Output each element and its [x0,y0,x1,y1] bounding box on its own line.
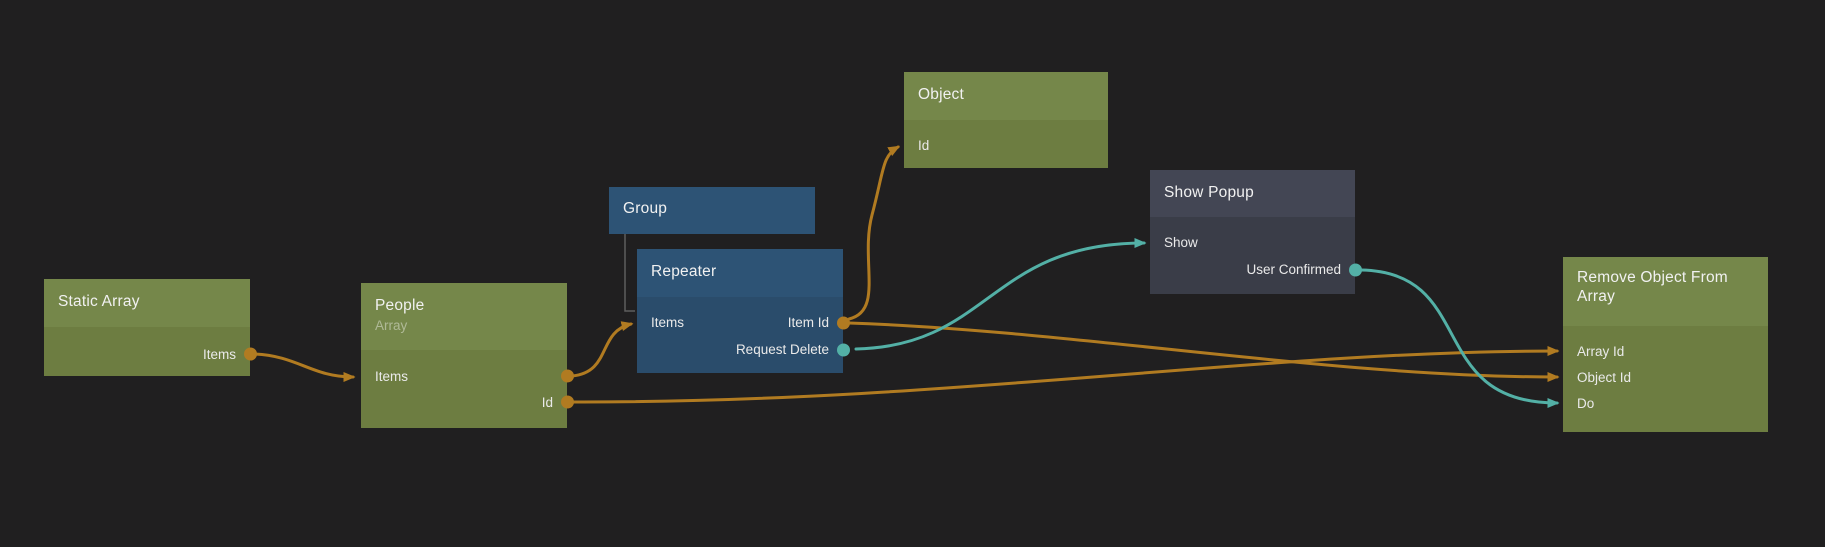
port-label-items: Items [651,315,685,330]
node-remove-object-from-array[interactable]: Remove Object From Array Array Id Object… [1563,257,1768,432]
node-static-array-body: Items [44,327,257,367]
node-object[interactable]: Object Id [904,72,1108,168]
node-title: Repeater [651,263,717,280]
node-title: Show Popup [1164,184,1254,201]
wire-people-items-to-repeater-items[interactable] [570,321,634,378]
node-group[interactable]: Group [609,187,815,234]
wire-static-array-items-to-people-items[interactable] [253,352,356,382]
node-title: Static Array [58,293,140,310]
node-show-popup[interactable]: Show Popup Show User Confirmed [1150,170,1362,294]
port-people-id[interactable]: Id [361,389,574,415]
node-show-popup-header[interactable]: Show Popup [1150,170,1355,217]
node-object-body: Id [904,120,1108,158]
node-show-popup-body: Show User Confirmed [1150,217,1362,283]
port-label: Items [375,368,409,384]
node-static-array[interactable]: Static Array Items [44,279,257,376]
node-people[interactable]: People Array Items Id [361,283,574,428]
port-label: Items [202,346,236,362]
port-people-items[interactable]: Items [361,363,574,389]
port-label: Id [918,137,930,153]
node-title: Remove Object From Array [1577,269,1728,306]
node-title: People [375,297,425,314]
port-label: User Confirmed [1246,262,1341,277]
port-output-dot[interactable] [244,347,257,361]
port-remove-do[interactable]: Do [1563,390,1768,416]
port-repeater-request-delete[interactable]: Request Delete [637,336,850,363]
node-title: Object [918,86,964,103]
node-object-header[interactable]: Object [904,72,1108,120]
node-group-header[interactable]: Group [609,187,815,234]
node-repeater[interactable]: Repeater Items Item Id Request Delete [637,249,850,373]
wire-repeater-item-id-to-object-id[interactable] [847,145,901,321]
node-people-header[interactable]: People Array [361,283,567,350]
wire-show-popup-user-confirmed-to-remove-do[interactable] [1359,268,1560,408]
port-output-dot[interactable] [561,369,574,383]
node-remove-body: Array Id Object Id Do [1563,326,1768,416]
port-static-array-items[interactable]: Items [44,341,257,367]
port-label: Object Id [1577,369,1632,385]
port-show-popup-show[interactable]: Show [1150,229,1355,256]
node-remove-header[interactable]: Remove Object From Array [1563,257,1768,326]
port-label: Show [1164,235,1198,250]
node-repeater-header[interactable]: Repeater [637,249,843,297]
wire-repeater-request-delete-to-show-popup-show[interactable] [854,238,1147,351]
port-show-popup-user-confirmed[interactable]: User Confirmed [1150,256,1362,283]
port-output-dot[interactable] [837,343,850,356]
port-output-dot[interactable] [837,316,850,329]
port-object-id[interactable]: Id [904,132,1108,158]
port-label: Id [541,394,553,410]
port-output-dot[interactable] [1349,263,1362,276]
port-remove-object-id[interactable]: Object Id [1563,364,1768,390]
port-output-dot[interactable] [561,395,574,409]
wire-people-id-to-remove-array-id[interactable] [570,346,1560,404]
wire-repeater-item-id-to-remove-object-id[interactable] [847,321,1560,382]
port-repeater-items-itemid-row[interactable]: Items Item Id [637,309,850,336]
node-subtitle: Array [375,318,408,334]
port-remove-array-id[interactable]: Array Id [1563,338,1768,364]
port-label: Request Delete [735,342,829,357]
node-static-array-header[interactable]: Static Array [44,279,250,327]
node-repeater-body: Items Item Id Request Delete [637,297,850,363]
port-label-item-id: Item Id [787,315,829,330]
port-label: Do [1577,395,1595,411]
hierarchy-line-group-repeater [624,234,635,312]
node-people-body: Items Id [361,350,574,415]
node-title: Group [623,200,668,217]
port-label: Array Id [1577,343,1625,359]
